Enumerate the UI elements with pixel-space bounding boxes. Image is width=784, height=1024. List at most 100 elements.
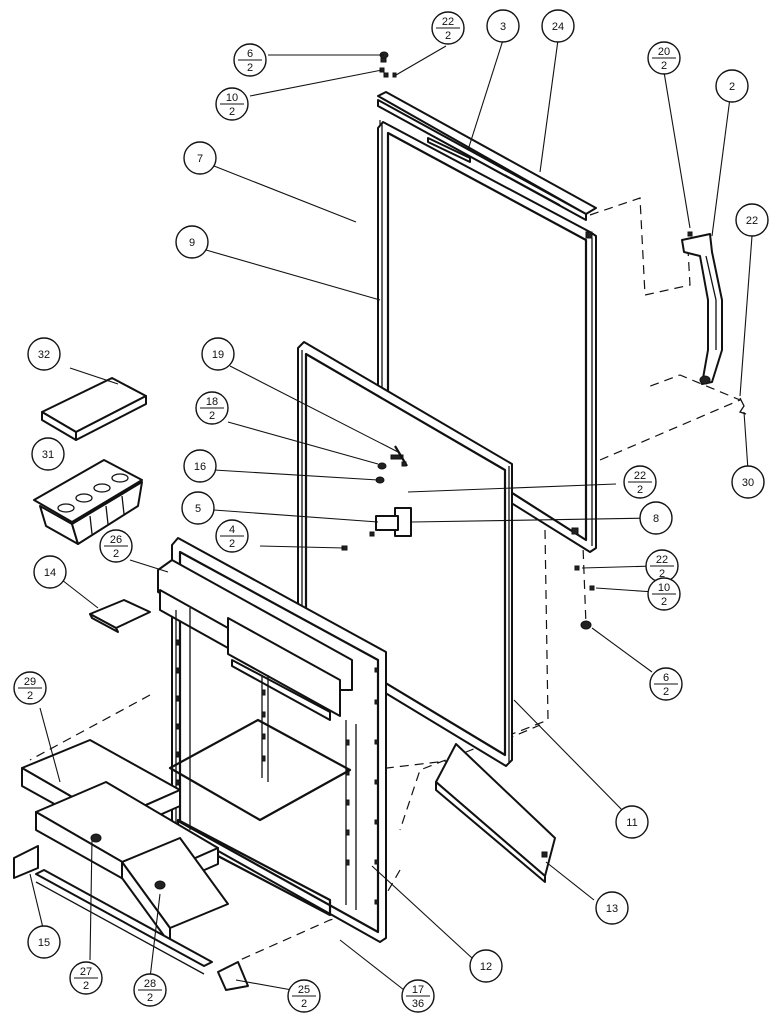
- utility-bin: [33, 459, 143, 545]
- callout-15: 15: [27, 925, 61, 959]
- callout-quantity: 36: [412, 998, 424, 1010]
- callout-circle: [469, 949, 503, 983]
- callout-number: 32: [38, 349, 50, 361]
- callout-circle: [175, 225, 209, 259]
- kick-plate: [13, 845, 249, 991]
- top-hinge-screws: [379, 51, 397, 78]
- callout-11: 11: [615, 805, 649, 839]
- callout-22-low: 222: [645, 549, 679, 583]
- callout-5: 5: [181, 491, 215, 525]
- callout-circle: [486, 9, 520, 43]
- callout-number: 29: [24, 676, 36, 688]
- callout-20: 202: [647, 41, 681, 75]
- callout-quantity: 2: [83, 980, 89, 992]
- callout-number: 10: [658, 582, 670, 594]
- callout-27: 272: [69, 961, 103, 995]
- callout-circle: [541, 9, 575, 43]
- callout-24: 24: [541, 9, 575, 43]
- callout-quantity: 2: [113, 548, 119, 560]
- callout-circle: [183, 141, 217, 175]
- leader-lines: [29, 39, 753, 991]
- lower-hinge-screws: [574, 565, 595, 630]
- callout-4: 42: [215, 519, 249, 553]
- callout-circle: [31, 437, 65, 471]
- callout-number: 30: [742, 477, 754, 489]
- callout-13: 13: [595, 891, 629, 925]
- callout-quantity: 2: [301, 998, 307, 1010]
- callout-circle: [715, 69, 749, 103]
- callout-circle: [615, 805, 649, 839]
- callout-circle: [181, 491, 215, 525]
- callout-quantity: 2: [209, 410, 215, 422]
- callout-number: 25: [298, 984, 310, 996]
- callout-circle: [595, 891, 629, 925]
- callout-circle: [735, 203, 769, 237]
- callout-quantity: 2: [229, 538, 235, 550]
- callout-number: 27: [80, 966, 92, 978]
- callout-number: 22: [442, 16, 454, 28]
- callout-quantity: 2: [661, 596, 667, 608]
- callout-circle: [27, 337, 61, 371]
- callout-9: 9: [175, 225, 209, 259]
- callout-circle: [183, 449, 217, 483]
- callout-number: 2: [729, 81, 735, 93]
- callout-number: 4: [229, 524, 235, 536]
- callout-number: 18: [206, 396, 218, 408]
- callout-number: 31: [42, 449, 54, 461]
- callout-quantity: 2: [247, 62, 253, 74]
- callout-16: 16: [183, 449, 217, 483]
- callout-quantity: 2: [445, 30, 451, 42]
- callout-number: 11: [626, 817, 637, 829]
- callout-6-low: 62: [649, 667, 683, 701]
- callout-number: 15: [38, 937, 50, 949]
- callout-number: 6: [247, 48, 253, 60]
- callout-quantity: 2: [659, 568, 665, 580]
- callout-quantity: 2: [147, 992, 153, 1004]
- callout-number: 12: [480, 961, 492, 973]
- callout-number: 7: [197, 153, 203, 165]
- callout-number: 22: [656, 554, 668, 566]
- callout-circle: [33, 555, 67, 589]
- callout-number: 19: [212, 349, 224, 361]
- butter-tray: [89, 599, 151, 633]
- callout-number: 13: [606, 903, 618, 915]
- callout-26: 262: [99, 529, 133, 563]
- callout-8: 8: [639, 501, 673, 535]
- callout-19: 19: [201, 337, 235, 371]
- callout-number: 24: [552, 21, 564, 33]
- callout-25: 252: [287, 979, 321, 1013]
- bottom-trim: [435, 743, 556, 883]
- callout-number: 22: [746, 215, 758, 227]
- callout-quantity: 2: [663, 686, 669, 698]
- callout-number: 8: [653, 513, 659, 525]
- door-top-trim: [377, 91, 597, 221]
- callout-10-top: 102: [215, 87, 249, 121]
- callout-6-top: 62: [233, 43, 267, 77]
- callout-30: 30: [731, 465, 765, 499]
- callout-circle: [731, 465, 765, 499]
- callout-quantity: 2: [661, 60, 667, 72]
- callout-14: 14: [33, 555, 67, 589]
- callout-circle: [201, 337, 235, 371]
- callout-12: 12: [469, 949, 503, 983]
- callout-number: 16: [194, 461, 206, 473]
- callout-31: 31: [31, 437, 65, 471]
- callout-circle: [27, 925, 61, 959]
- callout-7: 7: [183, 141, 217, 175]
- callout-number: 14: [44, 567, 56, 579]
- callout-number: 5: [195, 503, 201, 515]
- callout-22-mid: 222: [623, 465, 657, 499]
- callout-quantity: 2: [637, 484, 643, 496]
- door-handle: [681, 231, 747, 415]
- callout-28: 282: [133, 973, 167, 1007]
- callout-number: 10: [226, 92, 238, 104]
- callout-number: 28: [144, 978, 156, 990]
- callout-22-top: 222: [431, 11, 465, 45]
- callout-number: 17: [412, 984, 424, 996]
- callout-circle: [639, 501, 673, 535]
- callout-32: 32: [27, 337, 61, 371]
- callout-number: 6: [663, 672, 669, 684]
- callout-number: 26: [110, 534, 122, 546]
